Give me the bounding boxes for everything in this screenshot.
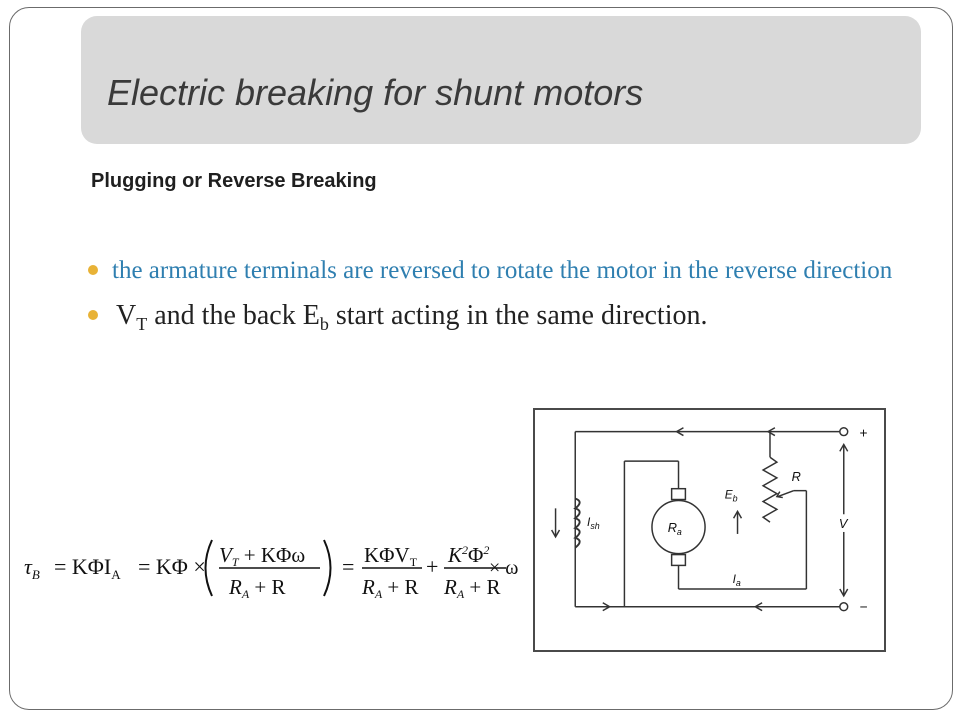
paren-left [204, 539, 213, 597]
arrow-bottom-right-icon [753, 602, 763, 612]
arrow-top-left-icon [675, 427, 684, 437]
slide-subtitle: Plugging or Reverse Breaking [91, 170, 377, 192]
armature-rotor [651, 499, 706, 555]
paren-right [323, 539, 332, 597]
vt-subscript: T [136, 314, 148, 334]
brush-bottom [670, 553, 687, 567]
svg-text:V: V [839, 516, 849, 531]
svg-text:= KΦIA: = KΦIA [54, 554, 121, 582]
svg-text:RA + R: RA + R [443, 575, 501, 601]
bullet-2-suffix: start acting in the same direction. [328, 300, 708, 331]
braking-torque-equation: τB = KΦIA = KΦ × VT + KΦω RA + R = KΦVT … [24, 539, 506, 601]
svg-text:Ia: Ia [733, 572, 741, 588]
svg-text:VT + KΦω: VT + KΦω [219, 543, 305, 569]
variable-resistor-r [761, 456, 779, 523]
svg-text:R: R [792, 469, 801, 484]
svg-text:+: + [426, 554, 438, 579]
svg-text:Ra: Ra [668, 520, 682, 537]
bullet-item-1: the armature terminals are reversed to r… [82, 252, 922, 290]
svg-text:=: = [342, 554, 354, 579]
bullet-2-mid: and the back E [147, 300, 320, 331]
v-arrowhead-top-icon [839, 442, 849, 452]
eb-arrowhead-icon [732, 509, 743, 519]
brush-top [670, 487, 687, 501]
bullet-list: the armature terminals are reversed to r… [82, 252, 922, 344]
slide-title: Electric breaking for shunt motors [107, 72, 644, 113]
terminal-minus [839, 602, 849, 612]
svg-text:RA + R: RA + R [228, 575, 286, 601]
rheostat-wiper [777, 489, 794, 498]
ish-arrowhead-icon [550, 529, 561, 539]
bullet-dot-icon [88, 265, 98, 275]
vt-symbol: V [116, 300, 137, 331]
eb-subscript: b [319, 314, 329, 334]
bullet-item-2: VT and the back Eb start acting in the s… [82, 296, 922, 344]
svg-text:Ish: Ish [587, 515, 600, 531]
svg-text:+: + [860, 426, 868, 441]
svg-text:K2Φ2: K2Φ2 [447, 543, 489, 567]
eq-times-omega: × ω [489, 557, 518, 579]
arrow-top-right-icon [766, 427, 776, 437]
svg-text:KΦVT: KΦVT [364, 543, 418, 569]
bullet-1-text: the armature terminals are reversed to r… [112, 257, 893, 284]
bullet-2-text: VT and the back Eb start acting in the s… [112, 300, 708, 334]
eq-kphi-times: = KΦ × [138, 554, 206, 579]
svg-text:−: − [860, 600, 868, 615]
wiper-arrow-icon [775, 491, 783, 499]
shunt-motor-circuit-diagram: Ish Ra Eb Ia R + − V [533, 408, 886, 652]
slide-frame [9, 7, 953, 710]
svg-text:Eb: Eb [725, 488, 738, 504]
bullet-dot-icon [88, 310, 98, 320]
svg-text:× ω: × ω [489, 557, 518, 579]
title-bar [81, 16, 921, 144]
svg-text:τB: τB [24, 554, 40, 582]
shunt-field-coil [573, 497, 581, 549]
eq-lhs: τ [24, 554, 33, 579]
v-arrowhead-bottom-icon [839, 588, 849, 598]
terminal-plus [839, 426, 849, 437]
arrow-bottom-left-icon [602, 602, 612, 612]
svg-text:RA + R: RA + R [361, 575, 419, 601]
